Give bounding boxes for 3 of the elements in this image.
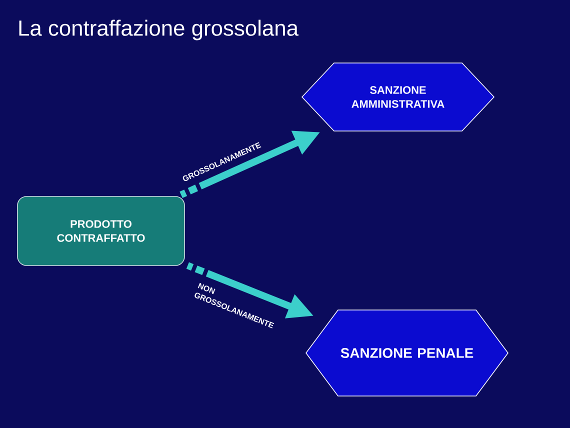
slide-title: La contraffazione grossolana — [19, 20, 299, 40]
process-box: PRODOTTO CONTRAFFATTO — [17, 196, 185, 266]
hexagon-box: SANZIONE PENALE — [306, 310, 508, 396]
